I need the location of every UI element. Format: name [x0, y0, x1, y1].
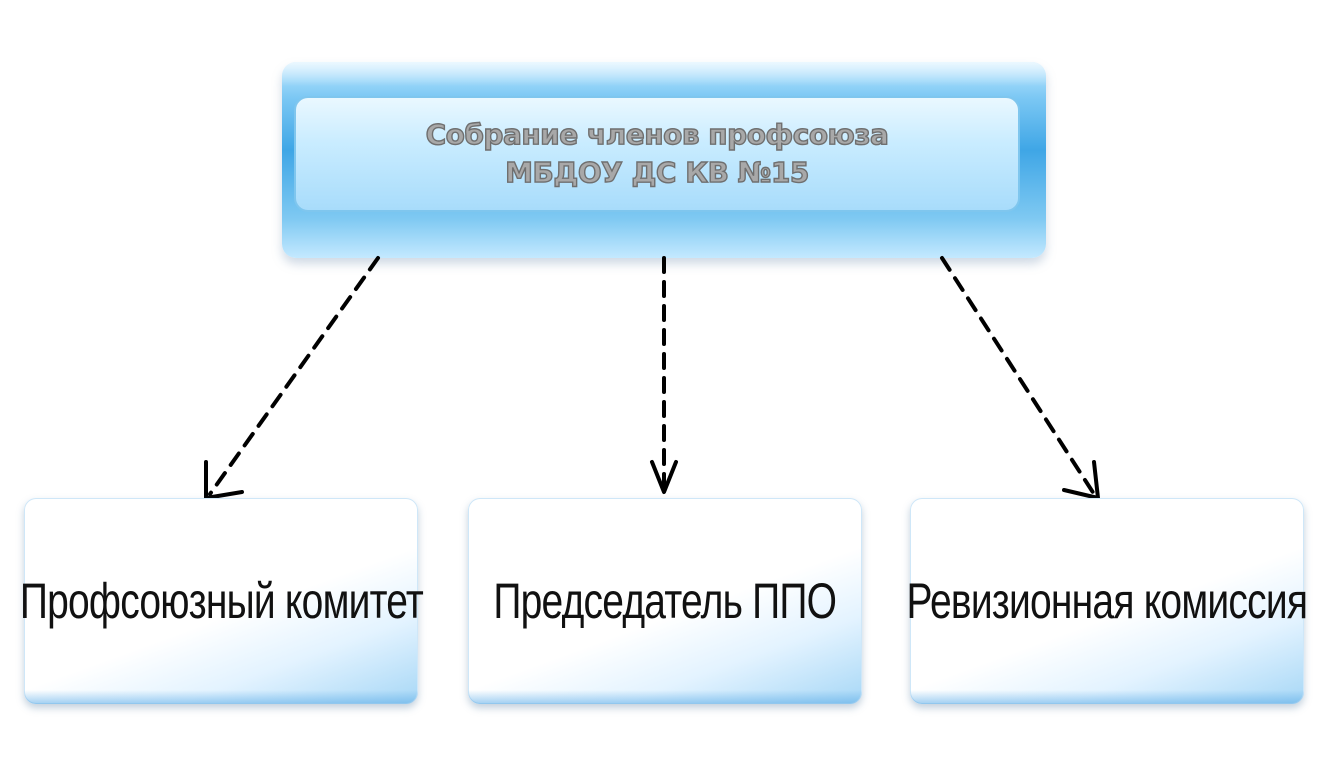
node-label: Ревизионная комиссия	[906, 573, 1308, 629]
arrowhead-right	[1062, 460, 1100, 500]
node-chairman: Председатель ППО	[468, 498, 862, 704]
node-label: Профсоюзный комитет	[19, 573, 423, 629]
top-node-title-line1: Собрание членов профсоюза	[425, 117, 890, 151]
node-label: Председатель ППО	[493, 573, 838, 629]
arrow-to-left	[208, 256, 380, 496]
top-node-title-line2: МБДОУ ДС КВ №15	[504, 155, 810, 189]
arrow-to-right	[940, 256, 1096, 496]
node-trade-union-committee: Профсоюзный комитет	[19, 498, 423, 704]
arrowhead-middle	[650, 460, 678, 494]
top-node: Собрание членов профсоюза МБДОУ ДС КВ №1…	[294, 96, 1020, 212]
node-audit-commission: Ревизионная комиссия	[907, 498, 1308, 704]
arrowhead-left	[204, 460, 244, 500]
